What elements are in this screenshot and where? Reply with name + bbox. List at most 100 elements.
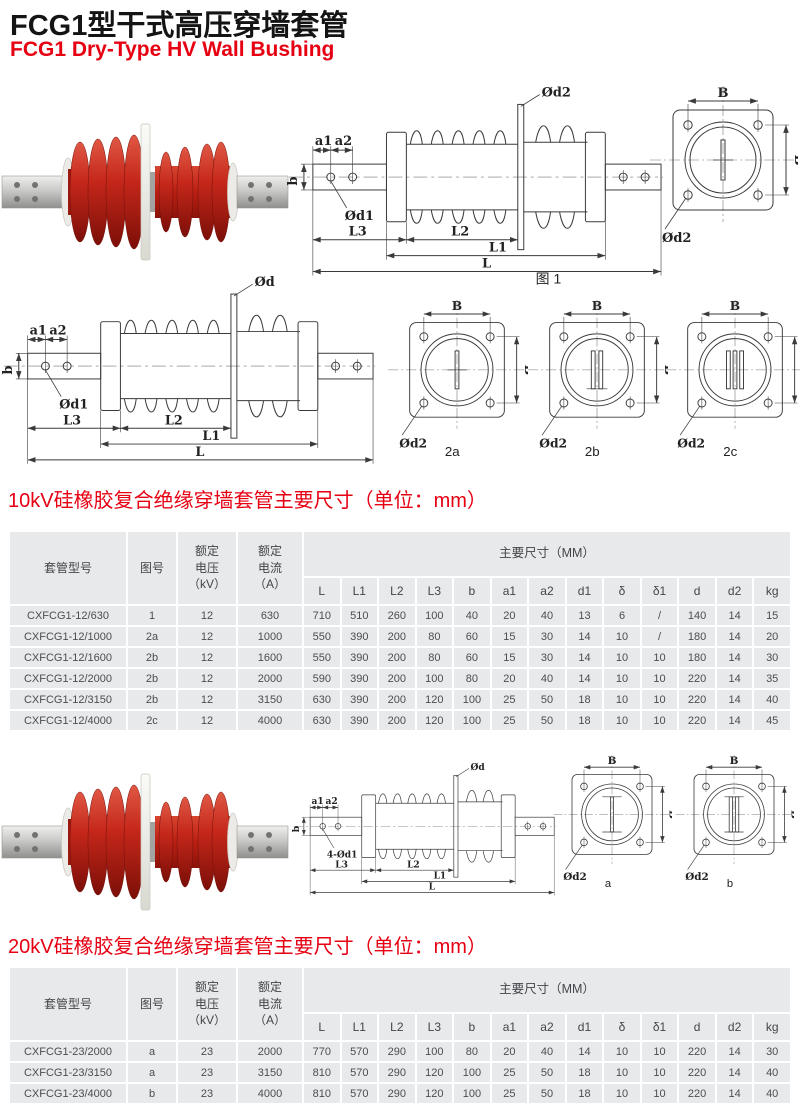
dim-label-d1: Ød1 [345, 209, 374, 224]
value-cell: 100 [452, 688, 492, 711]
value-cell: 20 [752, 625, 792, 648]
value-cell: 40 [752, 688, 792, 711]
dim-label-b: b [2, 366, 16, 375]
page-subtitle: FCG1 Dry-Type HV Wall Bushing [10, 38, 335, 61]
value-cell: 1600 [236, 646, 304, 669]
value-cell: 14 [714, 1082, 755, 1105]
value-cell: b [126, 1082, 178, 1105]
model-cell: CXFCG1-12/630 [8, 604, 128, 627]
value-cell: 630 [236, 604, 304, 627]
value-cell: 2b [126, 688, 178, 711]
value-cell: 100 [414, 1040, 455, 1063]
flange-caption-2b: 2b [585, 444, 600, 457]
value-cell: 15 [752, 604, 792, 627]
table-header-dim-col: δ [602, 1012, 642, 1042]
figure1-caption: 图 1 [536, 270, 562, 286]
table-header-dim-col: a1 [489, 1012, 530, 1042]
value-cell: 390 [339, 709, 380, 732]
dim-label-L3: L3 [63, 413, 81, 428]
table-header-dims: 主要尺寸（MM） [302, 530, 792, 578]
value-cell: 220 [677, 1040, 717, 1063]
value-cell: 1000 [236, 625, 304, 648]
section-heading-10kv: 10kV硅橡胶复合绝缘穿墙套管主要尺寸（单位：mm） [8, 490, 487, 512]
model-cell: CXFCG1-12/2000 [8, 667, 128, 690]
dim-label-L: L [482, 257, 491, 272]
value-cell: 12 [176, 604, 238, 627]
value-cell: 140 [677, 604, 717, 627]
value-cell: 100 [452, 709, 492, 732]
value-cell: 12 [176, 667, 238, 690]
value-cell: 2a [126, 625, 178, 648]
value-cell: 35 [752, 667, 792, 690]
table-header-dim-col: L1 [339, 576, 380, 606]
value-cell: 4000 [236, 1082, 304, 1105]
value-cell: 80 [414, 625, 455, 648]
flange-caption-a: a [605, 878, 612, 888]
flange-caption-b: b [727, 878, 733, 888]
table-header-dim-col: a2 [527, 576, 567, 606]
value-cell: 6 [602, 604, 642, 627]
table-header-dim-col: L3 [414, 576, 455, 606]
value-cell: 1 [126, 604, 178, 627]
value-cell: 14 [714, 709, 755, 732]
value-cell: 550 [302, 646, 342, 669]
dim-label-b: b [287, 176, 301, 185]
value-cell: 630 [302, 709, 342, 732]
value-cell: 23 [176, 1082, 238, 1105]
value-cell: 200 [377, 688, 417, 711]
model-cell: CXFCG1-12/1000 [8, 625, 128, 648]
value-cell: 20 [489, 1040, 530, 1063]
value-cell: 14 [714, 625, 755, 648]
value-cell: 13 [564, 604, 605, 627]
value-cell: 12 [176, 688, 238, 711]
value-cell: 390 [339, 625, 380, 648]
table-header-dim-col: d [677, 576, 717, 606]
dim-label-L1: L1 [489, 241, 507, 256]
dim-label-d1: Ød1 [59, 398, 88, 413]
table-header-cell: 套管型号 [8, 530, 128, 606]
value-cell: 2b [126, 667, 178, 690]
dim-label-d2: Ød2 [542, 85, 571, 100]
value-cell: 570 [339, 1082, 380, 1105]
flange-caption-2c: 2c [723, 444, 737, 457]
value-cell: 810 [302, 1082, 342, 1105]
value-cell: 10 [602, 625, 642, 648]
table-header-dim-col: d [677, 1012, 717, 1042]
value-cell: 10 [602, 667, 642, 690]
dim-label-a2: a2 [335, 134, 352, 149]
value-cell: 100 [414, 604, 455, 627]
value-cell: 30 [527, 625, 567, 648]
value-cell: 10 [639, 1061, 680, 1084]
value-cell: 14 [564, 646, 605, 669]
value-cell: 14 [714, 1061, 755, 1084]
dim-label-d2: Ød2 [399, 436, 427, 451]
value-cell: 18 [564, 688, 605, 711]
value-cell: 30 [752, 646, 792, 669]
value-cell: 550 [302, 625, 342, 648]
value-cell: 10 [602, 1040, 642, 1063]
value-cell: 10 [639, 667, 680, 690]
value-cell: 120 [414, 1082, 455, 1105]
value-cell: 200 [377, 625, 417, 648]
dim-label-b: b [292, 826, 302, 832]
value-cell: 200 [377, 646, 417, 669]
value-cell: 390 [339, 688, 380, 711]
product-photo-2 [0, 772, 290, 912]
value-cell: 220 [677, 1061, 717, 1084]
value-cell: a [126, 1040, 178, 1063]
flange-2b-drawing: B B Ød2 2b [526, 298, 668, 457]
dim-label-L: L [429, 882, 436, 893]
value-cell: 80 [452, 667, 492, 690]
dim-label-d: Ød [255, 275, 275, 290]
value-cell: 100 [414, 667, 455, 690]
value-cell: 120 [414, 1061, 455, 1084]
table-header-cell: 额定 电流 （A） [236, 966, 304, 1042]
value-cell: 10 [639, 709, 680, 732]
table-header-dim-col: L3 [414, 1012, 455, 1042]
value-cell: 4000 [236, 709, 304, 732]
value-cell: 45 [752, 709, 792, 732]
